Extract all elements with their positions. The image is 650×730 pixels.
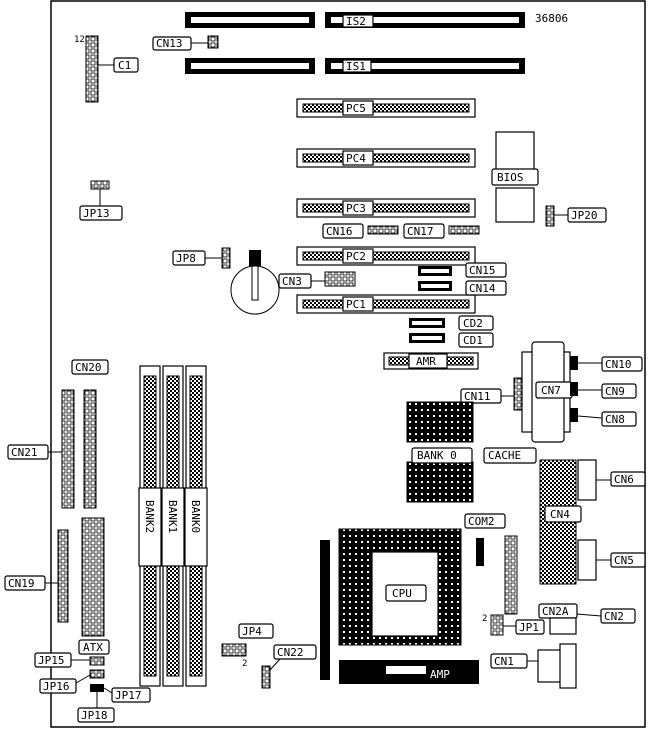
atx-label: ATX: [83, 641, 103, 654]
isa-slot-is1-label: IS1: [346, 60, 366, 73]
cn15-label: CN15: [469, 264, 496, 277]
jp15-jumper: JP15: [34, 652, 105, 668]
battery: [230, 250, 280, 315]
atx-power-connector: ATX: [78, 517, 110, 655]
cn15-connector: CN15: [418, 262, 507, 278]
com2-header: COM2: [464, 513, 518, 615]
cn16-connector: CN16: [322, 223, 399, 239]
amr-label: AMR: [416, 355, 436, 368]
cache-memory: BANK 0 CACHE: [406, 401, 537, 503]
jp17-jumper: JP17: [90, 684, 151, 703]
cn19-header: CN19: [4, 529, 69, 623]
cn14-label: CN14: [469, 282, 496, 295]
cpu-socket: CPU AMP: [320, 528, 484, 684]
jp16-jumper: JP16: [39, 669, 105, 694]
cn21-header: CN21: [7, 389, 75, 509]
isa-slot-is2-label: IS2: [346, 15, 366, 28]
jp8-jumper: JP8: [172, 247, 231, 269]
c1-pin-number: 12: [74, 35, 85, 45]
jp16-label: JP16: [43, 680, 70, 693]
cn17-connector: CN17: [403, 223, 480, 239]
cn9-port: CN9: [578, 383, 637, 399]
cn2a-connector: CN2A: [538, 603, 578, 635]
cn2a-label: CN2A: [542, 605, 569, 618]
cn5-port: CN5: [596, 552, 646, 568]
cn11-connector: CN11: [460, 377, 523, 411]
cn13-connector: CN13: [152, 35, 219, 51]
jp8-label: JP8: [176, 252, 196, 265]
cn3-label: CN3: [282, 275, 302, 288]
jp17-label: JP17: [115, 689, 142, 702]
amp-label: AMP: [430, 668, 450, 681]
cn4-port-block: CN4: [539, 459, 597, 585]
cn3-connector: CN3: [278, 271, 356, 289]
jp1-label: JP1: [519, 621, 539, 634]
jp13-label: JP13: [83, 207, 110, 220]
bios-label: BIOS: [497, 171, 524, 184]
cn14-connector: CN14: [418, 280, 507, 296]
pci-slot-pc2-label: PC2: [346, 250, 366, 263]
cn8-port: CN8: [577, 411, 637, 427]
pci-slot-pc1-label: PC1: [346, 298, 366, 311]
pci-slots: PC5 PC4 PC3 PC2 PC1: [296, 98, 476, 314]
cn16-label: CN16: [326, 225, 353, 238]
cn19-label: CN19: [8, 577, 35, 590]
dimm-bank1-label: BANK1: [166, 500, 179, 533]
cn7-label: CN7: [541, 384, 561, 397]
cn4-label: CN4: [550, 508, 570, 521]
cn20-header: CN20: [71, 359, 109, 509]
dimm-bank2-label: BANK2: [143, 500, 156, 533]
jp20-jumper: JP20: [545, 205, 607, 227]
cn21-label: CN21: [11, 446, 38, 459]
jp20-label: JP20: [571, 209, 598, 222]
jp4-pin-number: 2: [242, 659, 247, 669]
com2-label: COM2: [468, 515, 495, 528]
jp4-jumper: JP4 2: [221, 623, 274, 669]
jp4-label: JP4: [242, 625, 262, 638]
cn2-label: CN2: [604, 610, 624, 623]
cn20-label: CN20: [75, 361, 102, 374]
jp18-label: JP18: [81, 709, 108, 722]
bank0-label: BANK 0: [417, 449, 457, 462]
cn9-label: CN9: [605, 385, 625, 398]
cn8-label: CN8: [605, 413, 625, 426]
dimm-bank0-label: BANK0: [189, 500, 202, 533]
dimm-slots: BANK2 BANK1 BANK0: [138, 365, 208, 687]
isa-slots: IS2 IS1: [185, 12, 525, 74]
jp18-jumper: JP18: [77, 692, 115, 723]
jp15-label: JP15: [38, 654, 65, 667]
cn6-port: CN6: [596, 471, 646, 487]
jp1-jumper: 2 JP1: [482, 614, 545, 636]
c1-header: 12 C1: [74, 35, 139, 103]
cn6-label: CN6: [614, 473, 634, 486]
cd1-connector: CD1: [409, 332, 494, 348]
jp1-pin-number: 2: [482, 614, 487, 624]
cn1-port: CN1: [490, 643, 577, 689]
cn13-label: CN13: [156, 37, 183, 50]
cd2-label: CD2: [463, 317, 483, 330]
cn2-connector: CN2: [576, 608, 636, 624]
board-id: 36806: [535, 12, 568, 25]
pci-slot-pc3-label: PC3: [346, 202, 366, 215]
cn1-label: CN1: [494, 655, 514, 668]
cn17-label: CN17: [407, 225, 434, 238]
amr-slot: AMR: [383, 352, 479, 370]
cn10-label: CN10: [605, 358, 632, 371]
cn11-label: CN11: [464, 390, 491, 403]
cn22-header: CN22: [261, 644, 317, 689]
cn10-port: CN10: [578, 356, 643, 372]
cd2-connector: CD2: [409, 315, 494, 331]
pci-slot-pc4-label: PC4: [346, 152, 366, 165]
cn7-port-block: CN7: [521, 341, 578, 443]
jp13-jumper: JP13: [79, 180, 123, 221]
cd1-label: CD1: [463, 334, 483, 347]
pci-slot-pc5-label: PC5: [346, 102, 366, 115]
cn5-label: CN5: [614, 554, 634, 567]
bios-chip: BIOS: [491, 131, 539, 223]
cache-label: CACHE: [488, 449, 521, 462]
cn22-label: CN22: [277, 646, 304, 659]
cpu-label: CPU: [392, 587, 412, 600]
c1-label: C1: [118, 59, 131, 72]
